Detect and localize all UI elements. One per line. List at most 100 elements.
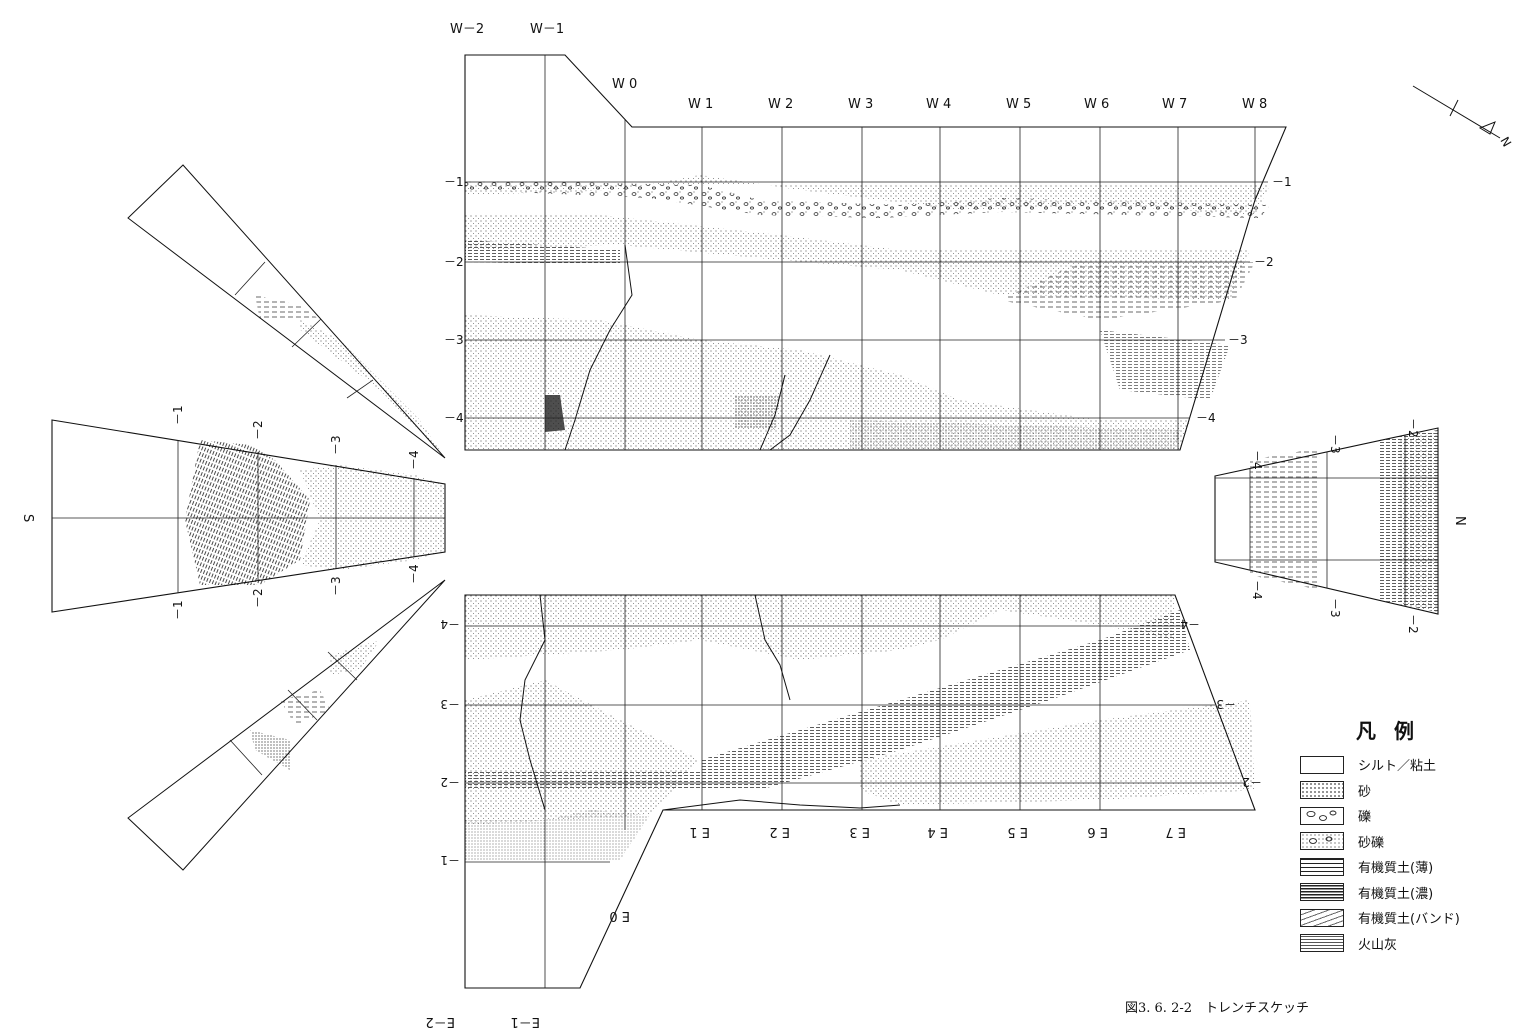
west-label-w2: W 2 — [768, 97, 793, 112]
east-label-e7: E 7 — [1165, 824, 1186, 839]
east-label-e-1: E－1 — [511, 1014, 541, 1029]
west-depth-right-2: －2 — [1254, 255, 1274, 269]
west-organic-dark-2 — [735, 395, 780, 430]
figure-caption: 図3. 6. 2-2 トレンチスケッチ — [1125, 1001, 1310, 1016]
north-depth-bottom-2: －2 — [1406, 614, 1420, 634]
west-fault-line-3 — [759, 374, 786, 451]
legend-label: 有機質土(バンド) — [1358, 912, 1460, 928]
east-depth-left-2: －2 — [440, 775, 460, 789]
wedge-lower-outline — [127, 579, 446, 871]
legend: 凡例 シルト／粘土 砂 礫 砂礫 有機質土(薄) 有機質土( — [1300, 715, 1510, 956]
legend-swatch-sandgravel — [1300, 832, 1344, 851]
west-label-w-2: W－2 — [450, 22, 484, 37]
south-depth-top-1: －1 — [171, 405, 185, 425]
legend-item-sandgravel: 砂礫 — [1300, 829, 1510, 855]
south-depth-top-2: －2 — [251, 420, 265, 440]
east-label-e5: E 5 — [1007, 824, 1028, 839]
north-depth-bottom-4: －4 — [1250, 580, 1264, 600]
east-label-e4: E 4 — [927, 824, 948, 839]
north-arrow-icon — [1412, 85, 1501, 139]
east-grid — [465, 595, 1245, 988]
legend-item-silt: シルト／粘土 — [1300, 752, 1510, 778]
legend-item-org-dense: 有機質土(濃) — [1300, 880, 1510, 906]
south-west-corner-wedge — [127, 164, 446, 459]
east-gravel-left — [465, 810, 650, 860]
south-depth-bottom-4: －4 — [407, 564, 421, 584]
legend-swatch-silt — [1300, 755, 1344, 774]
west-depth-left-2: －2 — [444, 255, 464, 269]
north-sand — [1400, 430, 1438, 612]
west-label-w-1: W－1 — [530, 22, 564, 37]
legend-item-ash: 火山灰 — [1300, 931, 1510, 957]
west-depth-left-4: －4 — [444, 411, 464, 425]
legend-title: 凡例 — [1356, 719, 1432, 743]
east-label-e1: E 1 — [689, 824, 710, 839]
west-wall-outline — [464, 54, 1287, 451]
legend-label: 火山灰 — [1358, 937, 1398, 953]
west-wall — [464, 54, 1287, 451]
east-base-line — [662, 799, 901, 811]
east-depth-right-2: －2 — [1242, 775, 1262, 789]
south-depth-bottom-3: －3 — [329, 576, 343, 596]
wedge-lower-sand-2 — [330, 640, 380, 675]
west-depth-left-3: －3 — [444, 333, 464, 347]
west-label-w1: W 1 — [688, 97, 713, 112]
west-label-w5: W 5 — [1006, 97, 1031, 112]
west-organic-streak — [1100, 330, 1230, 400]
west-label-w3: W 3 — [848, 97, 873, 112]
legend-swatch-ash — [1300, 934, 1344, 953]
south-depth-top-3: －3 — [329, 435, 343, 455]
east-label-e3: E 3 — [849, 824, 870, 839]
east-label-e2: E 2 — [769, 824, 790, 839]
wedge-upper-organic — [255, 295, 320, 320]
west-depth-right-3: －3 — [1228, 333, 1248, 347]
south-wall-outline — [51, 419, 446, 613]
west-label-w6: W 6 — [1084, 97, 1109, 112]
east-fault-line-1 — [519, 594, 546, 811]
legend-label: 有機質土(濃) — [1358, 886, 1434, 902]
west-depth-right-1: －1 — [1272, 175, 1292, 189]
legend-label: 砂礫 — [1358, 835, 1385, 851]
south-depth-bottom-2: －2 — [251, 588, 265, 608]
east-depth-right-4: －4 — [1180, 617, 1200, 631]
legend-item-gravel: 礫 — [1300, 803, 1510, 829]
north-depth-top-4: －4 — [1250, 450, 1264, 470]
west-depth-right-4: －4 — [1196, 411, 1216, 425]
west-gravel-band-1 — [465, 180, 1270, 218]
wedge-upper-outline — [127, 164, 446, 459]
east-label-e0: E 0 — [609, 908, 630, 923]
north-direction-label: N — [1452, 516, 1467, 526]
east-depth-left-1: －1 — [440, 853, 460, 867]
west-label-w4: W 4 — [926, 97, 951, 112]
east-depth-left-4: －4 — [440, 617, 460, 631]
south-direction-label: S — [20, 514, 35, 522]
east-sand-upper — [465, 595, 1175, 660]
west-depth-left-1: －1 — [444, 175, 464, 189]
east-sand-left — [465, 680, 700, 825]
west-organic-right — [1000, 262, 1255, 320]
legend-label: シルト／粘土 — [1358, 759, 1437, 775]
legend-swatch-org-band — [1300, 908, 1344, 927]
south-east-corner-wedge — [127, 579, 446, 871]
east-fault-line-2 — [754, 594, 791, 701]
north-organic-band — [1250, 448, 1320, 590]
west-organic-band — [465, 240, 620, 265]
west-label-w0: W 0 — [612, 77, 637, 92]
west-fault-line-2 — [769, 354, 831, 451]
legend-label: 有機質土(薄) — [1358, 861, 1434, 877]
wedge-upper-sand — [300, 320, 445, 458]
east-sand-mid — [860, 700, 1255, 805]
south-organic-dense — [185, 440, 310, 585]
north-depth-bottom-3: －3 — [1328, 598, 1342, 618]
legend-swatch-org-dense — [1300, 883, 1344, 902]
legend-swatch-sand — [1300, 781, 1344, 800]
west-sand-gravel-base — [850, 420, 1180, 450]
south-depth-top-4: －4 — [407, 450, 421, 470]
legend-label: 礫 — [1358, 810, 1372, 826]
east-depth-left-3: －3 — [440, 697, 460, 711]
legend-swatch-org-thin — [1300, 857, 1344, 876]
north-wall — [1214, 427, 1439, 615]
wedge-lower-sand — [250, 730, 290, 770]
west-grid — [465, 55, 1268, 450]
